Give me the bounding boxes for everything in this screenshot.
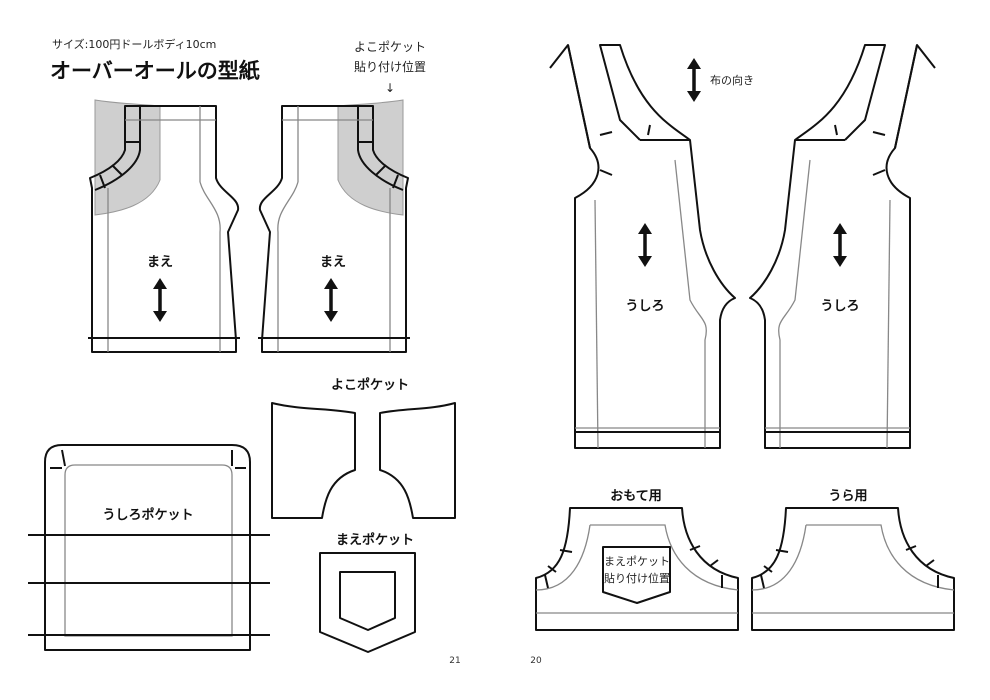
back-piece-left — [549, 44, 736, 449]
grain-arrow-icon — [685, 56, 703, 104]
back-label-left: うしろ — [625, 299, 664, 314]
back-label-right: うしろ — [820, 299, 859, 314]
page-title: オーバーオールの型紙 — [50, 59, 260, 83]
front-label-right: まえ — [320, 255, 346, 270]
front-pocket-placement — [602, 546, 671, 604]
front-pocket-note-line1: まえポケット — [604, 555, 670, 568]
grain-arrow-icon — [636, 221, 654, 269]
page-number-left: 21 — [449, 656, 460, 666]
inner-yoke-piece — [751, 507, 955, 631]
front-pocket-note-line2: 貼り付け位置 — [604, 571, 670, 585]
grain-arrow-icon — [831, 221, 849, 269]
grain-arrow-icon — [322, 276, 340, 324]
side-pocket-note-line1: よこポケット — [354, 40, 426, 54]
side-pocket-title: よこポケット — [331, 377, 409, 393]
back-pocket-piece — [28, 444, 270, 651]
back-pocket-label: うしろポケット — [102, 507, 193, 523]
inner-yoke-title: うら用 — [828, 489, 867, 504]
front-pocket-piece — [319, 552, 416, 653]
down-arrow-icon: ↓ — [385, 81, 395, 95]
size-note: サイズ:100円ドールボディ10cm — [52, 37, 216, 51]
side-pocket-note-line2: 貼り付け位置 — [354, 59, 426, 74]
front-label-left: まえ — [147, 255, 173, 270]
side-pocket-piece-right — [379, 402, 456, 519]
page-number-right: 20 — [530, 656, 542, 666]
outer-yoke-title: おもて用 — [610, 489, 661, 504]
back-piece-right — [749, 44, 936, 449]
grain-note: 布の向き — [710, 73, 754, 87]
grain-arrow-icon — [151, 276, 169, 324]
side-pocket-piece-left — [271, 402, 356, 519]
front-pocket-title: まえポケット — [336, 532, 414, 548]
